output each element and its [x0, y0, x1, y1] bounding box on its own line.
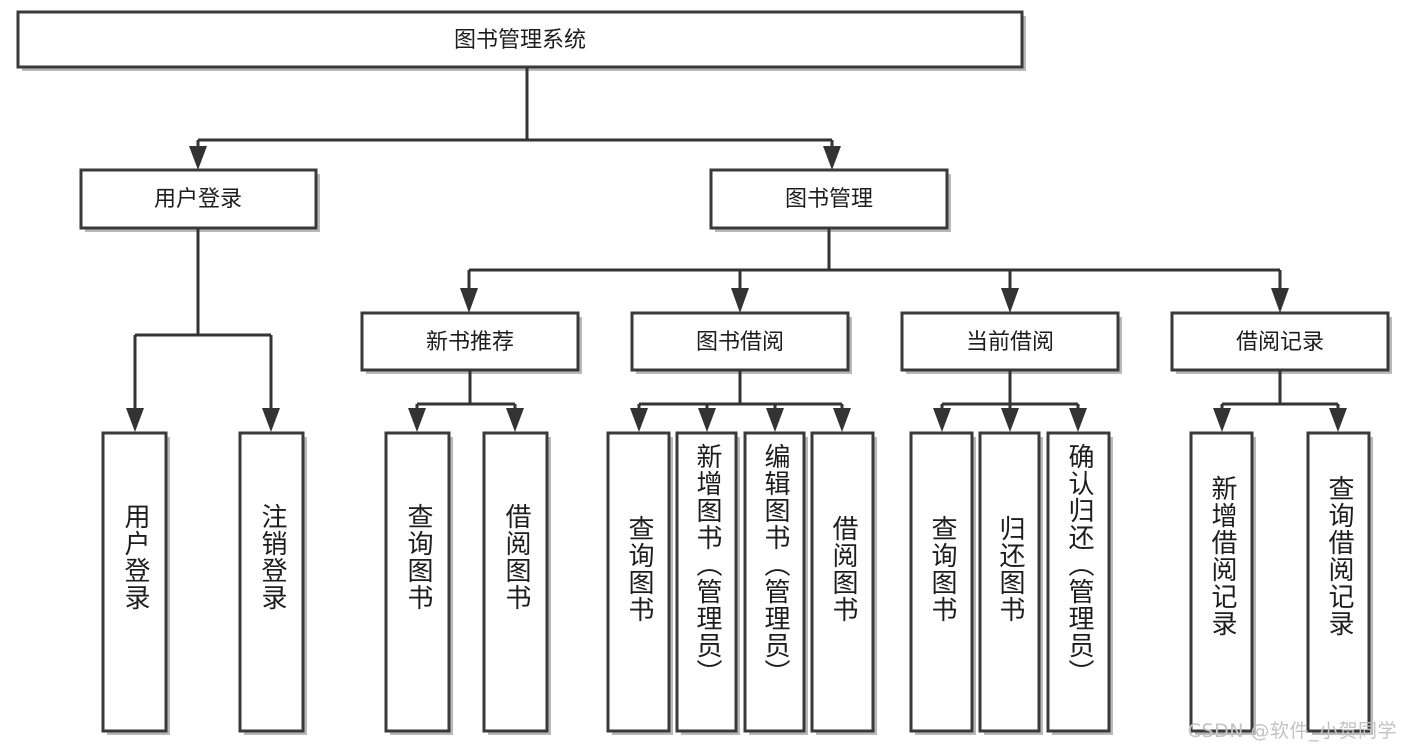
book-manage-label: 图书管理 — [785, 187, 873, 212]
leaf-box — [1189, 431, 1254, 733]
leaf-box — [101, 431, 168, 733]
user-login-box — [79, 168, 318, 230]
connector-borrow-record-to-leaves — [1213, 370, 1347, 432]
leaf-box — [810, 431, 875, 733]
arrow-to-current-borrow — [1001, 288, 1019, 313]
leaf-box — [482, 431, 549, 733]
arrow-leaf-cb-2 — [1069, 408, 1087, 432]
connector-book-borrow-to-leaves — [630, 370, 851, 432]
borrow-record-label: 借阅记录 — [1236, 330, 1324, 355]
leaf-node-current-borrow-0[interactable] — [909, 431, 976, 735]
node-current-borrow[interactable]: 当前借阅 — [900, 311, 1122, 374]
arrow-to-book-manage — [823, 146, 841, 170]
arrow-leaf-bb-1 — [698, 408, 716, 432]
leaf-box — [606, 431, 671, 733]
connector-new-book-recommend-to-leaves — [408, 370, 524, 432]
leaf-node-book-borrow-3[interactable] — [810, 431, 877, 735]
leaf-node-new-book-recommend-1[interactable] — [482, 431, 551, 735]
node-root-system[interactable]: 图书管理系统 — [16, 10, 1026, 71]
book-borrow-label: 图书借阅 — [696, 330, 784, 355]
arrow-leaf-nbr-1 — [506, 408, 524, 432]
user-login-label: 用户登录 — [154, 187, 242, 212]
leaf-node-current-borrow-2[interactable] — [1046, 431, 1113, 735]
leaf-node-new-book-recommend-0[interactable] — [384, 431, 453, 735]
arrow-leaf-cb-1 — [1001, 408, 1019, 432]
arrow-leaf-bb-3 — [833, 408, 851, 432]
root-box — [16, 10, 1024, 69]
arrow-leaf-br-1 — [1329, 408, 1347, 432]
connector-book-manage-to-level3 — [460, 228, 1289, 313]
node-new-book-recommend[interactable]: 新书推荐 — [360, 311, 582, 374]
leaf-box — [675, 431, 738, 733]
leaf-node-book-borrow-2[interactable] — [743, 431, 808, 735]
arrow-to-user-login — [189, 146, 207, 170]
arrow-leaf-nbr-0 — [408, 408, 426, 432]
new-book-recommend-box — [360, 311, 580, 372]
leaf-box — [978, 431, 1041, 733]
new-book-recommend-label: 新书推荐 — [426, 330, 514, 355]
leaf-node-borrow-record-0[interactable] — [1189, 431, 1256, 735]
arrow-leaf-bb-2 — [766, 408, 784, 432]
leaf-box — [909, 431, 974, 733]
node-book-manage[interactable]: 图书管理 — [709, 168, 951, 232]
node-user-login[interactable]: 用户登录 — [79, 168, 320, 232]
arrow-to-leaf-logout — [262, 408, 280, 432]
arrow-to-leaf-user-login — [126, 408, 144, 432]
current-borrow-box — [900, 311, 1120, 372]
arrow-leaf-bb-0 — [630, 408, 648, 432]
leaf-node-book-borrow-0[interactable] — [606, 431, 673, 735]
leaf-node-user-login-1[interactable] — [238, 431, 307, 735]
arrow-to-borrow-record — [1271, 288, 1289, 313]
arrow-leaf-cb-0 — [933, 408, 951, 432]
leaf-node-borrow-record-1[interactable] — [1306, 431, 1373, 735]
leaf-node-user-login-0[interactable] — [101, 431, 170, 735]
leaf-box — [238, 431, 305, 733]
leaf-box — [743, 431, 806, 733]
borrow-record-box — [1170, 311, 1390, 372]
csdn-watermark: CSDN @软件_小贺同学 — [1187, 720, 1397, 742]
leaf-box — [384, 431, 451, 733]
leaf-box — [1306, 431, 1371, 733]
leaf-node-book-borrow-1[interactable] — [675, 431, 740, 735]
connector-current-borrow-to-leaves — [933, 370, 1087, 432]
arrow-to-book-borrow — [731, 288, 749, 313]
current-borrow-label: 当前借阅 — [966, 330, 1054, 355]
arrow-to-new-book-recommend — [460, 288, 478, 313]
leaf-box — [1046, 431, 1111, 733]
root-label: 图书管理系统 — [454, 28, 586, 53]
node-book-borrow[interactable]: 图书借阅 — [630, 311, 852, 374]
connector-root-to-level2 — [189, 67, 841, 170]
arrow-leaf-br-0 — [1213, 408, 1231, 432]
node-borrow-record[interactable]: 借阅记录 — [1170, 311, 1392, 374]
leaf-node-current-borrow-1[interactable] — [978, 431, 1043, 735]
connector-user-login-to-leaves — [126, 228, 280, 432]
